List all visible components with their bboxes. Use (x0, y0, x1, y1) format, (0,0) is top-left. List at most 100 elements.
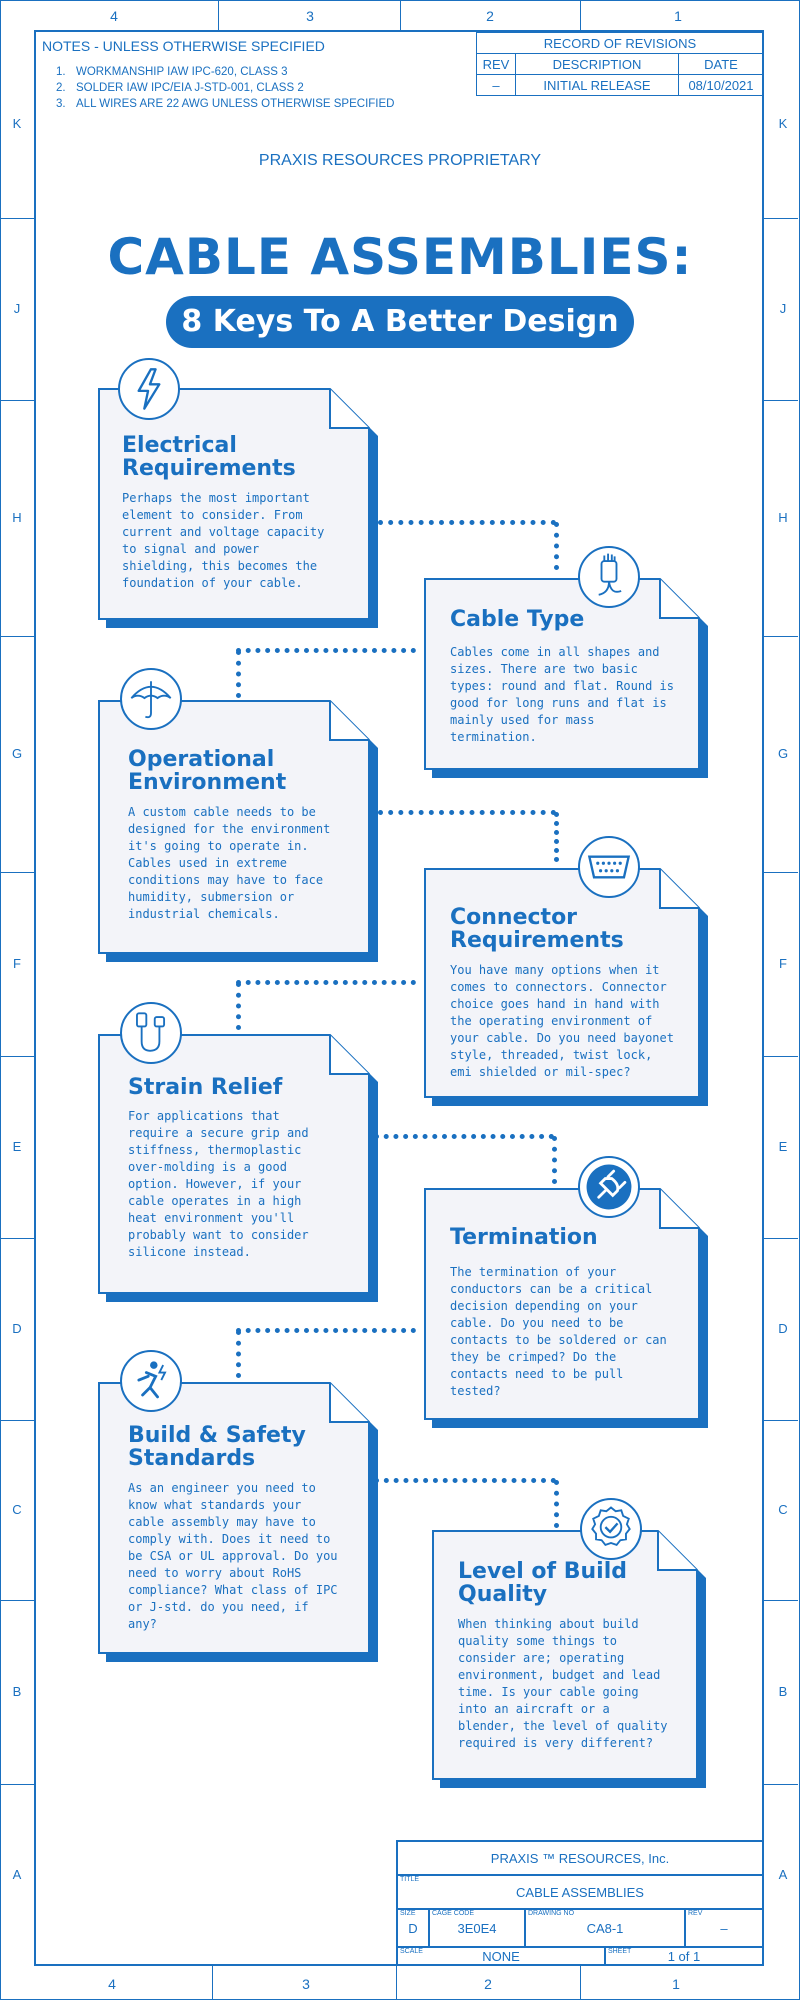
card-body: For applications that require a secure g… (128, 1109, 309, 1259)
plug-icon (586, 1164, 632, 1210)
zone-row-label: E (778, 1139, 788, 1154)
card-title: Connector Requirements (450, 905, 624, 953)
zone-divider (764, 636, 798, 637)
electric-hazard-icon (137, 1361, 167, 1399)
zone-divider (0, 1238, 34, 1239)
card-icon-badge (120, 1002, 182, 1064)
zone-divider (764, 1238, 798, 1239)
card-icon-badge (578, 836, 640, 898)
card-icon-badge (578, 546, 640, 608)
card-outline (98, 1034, 370, 1294)
zone-divider (764, 1056, 798, 1057)
zone-row-label: C (12, 1502, 22, 1517)
card-outline (98, 1382, 370, 1654)
card-body: Perhaps the most important element to co… (122, 491, 325, 590)
usb-cable-icon (136, 1012, 166, 1052)
zone-divider (764, 400, 798, 401)
zone-row-label: D (778, 1321, 788, 1336)
card-icon-badge (578, 1156, 640, 1218)
zone-divider (0, 1420, 34, 1421)
zone-row-label: A (778, 1867, 788, 1882)
zone-row-label: K (12, 116, 22, 131)
proprietary-notice: PRAXIS RESOURCES PROPRIETARY (258, 152, 542, 169)
card-strain-relief: Strain Relief For applications that requ… (98, 1034, 370, 1294)
connector-line (554, 522, 559, 570)
notes-list: 1.WORKMANSHIP IAW IPC-620, CLASS 3 2.SOL… (56, 66, 394, 114)
zone-divider (0, 1600, 34, 1601)
card-icon-badge (580, 1498, 642, 1560)
card-body: Cables come in all shapes and sizes. The… (450, 645, 674, 744)
card-outline (98, 388, 370, 620)
card-body: A custom cable needs to be designed for … (128, 805, 331, 921)
zone-divider (580, 0, 581, 30)
card-title: Strain Relief (128, 1075, 283, 1100)
connector-line (236, 1328, 416, 1333)
connector-line (236, 982, 241, 1030)
title-block-sheet: 1 of 1 (667, 1948, 701, 1964)
zone-divider (764, 1784, 798, 1785)
zone-row-label: B (778, 1684, 788, 1699)
connector-line (236, 650, 241, 698)
title-block-cage: 3E0E4 (457, 1920, 497, 1936)
revision-header-rev: REV (476, 53, 516, 75)
title-block-company: PRAXIS ™ RESOURCES, Inc. (396, 1840, 764, 1876)
revision-rev: – (476, 74, 516, 96)
note-item: 1.WORKMANSHIP IAW IPC-620, CLASS 3 (56, 66, 288, 78)
zone-divider (580, 1966, 581, 2000)
revision-header-date: DATE (678, 53, 764, 75)
card-title: Build & Safety Standards (128, 1423, 306, 1471)
zone-row-label: J (13, 301, 21, 316)
connector-line (378, 520, 556, 525)
connector-line (374, 1134, 554, 1139)
zone-divider (0, 1056, 34, 1057)
zone-row-label: G (11, 746, 23, 761)
drawing-border-inner (34, 30, 764, 1966)
card-outline (432, 1530, 698, 1780)
zone-row-label: G (777, 746, 789, 761)
zone-divider (400, 0, 401, 30)
connector-line (378, 810, 556, 815)
card-outline (98, 700, 370, 954)
card-icon-badge (118, 358, 180, 420)
card-operational-environment: Operational Environment A custom cable n… (98, 700, 370, 954)
zone-divider (764, 1420, 798, 1421)
page-title: CABLE ASSEMBLIES: (107, 228, 693, 286)
d-sub-connector-icon (587, 855, 631, 879)
zone-row-label: B (12, 1684, 22, 1699)
zone-divider (396, 1966, 397, 2000)
card-title: Electrical Requirements (122, 433, 296, 481)
zone-row-label: F (13, 956, 21, 971)
revision-table: RECORD OF REVISIONS REV DESCRIPTION DATE… (476, 32, 764, 96)
umbrella-icon (130, 681, 172, 719)
revision-header-description: DESCRIPTION (515, 53, 679, 75)
card-title: Cable Type (450, 607, 585, 632)
zone-row-label: D (12, 1321, 22, 1336)
zone-row-label: F (779, 956, 787, 971)
connector-line (554, 1480, 559, 1528)
card-electrical-requirements: Electrical Requirements Perhaps the most… (98, 388, 370, 620)
title-block-drawing: CA8-1 (586, 1920, 624, 1936)
card-cable-type: Cable Type Cables come in all shapes and… (424, 578, 700, 770)
zone-row-label: H (12, 510, 22, 525)
quality-badge-icon (591, 1506, 631, 1546)
card-body: You have many options when it comes to c… (450, 963, 674, 1079)
zone-divider (0, 400, 34, 401)
notes-title: NOTES - UNLESS OTHERWISE SPECIFIED (42, 38, 325, 54)
zone-col-label: 4 (110, 8, 118, 24)
zone-divider (212, 1966, 213, 2000)
card-icon-badge (120, 668, 182, 730)
card-outline (424, 868, 700, 1098)
zone-row-label: J (779, 301, 787, 316)
connector-line (236, 980, 416, 985)
subtitle-pill: 8 Keys To A Better Design (166, 296, 634, 348)
title-label: TITLE (400, 1876, 420, 1883)
zone-row-label: K (778, 116, 788, 131)
card-build-safety-standards: Build & Safety Standards As an engineer … (98, 1382, 370, 1654)
zone-divider (218, 0, 219, 30)
zone-row-label: C (778, 1502, 788, 1517)
card-body: The termination of your conductors can b… (450, 1265, 667, 1398)
zone-col-label: 2 (486, 8, 494, 24)
